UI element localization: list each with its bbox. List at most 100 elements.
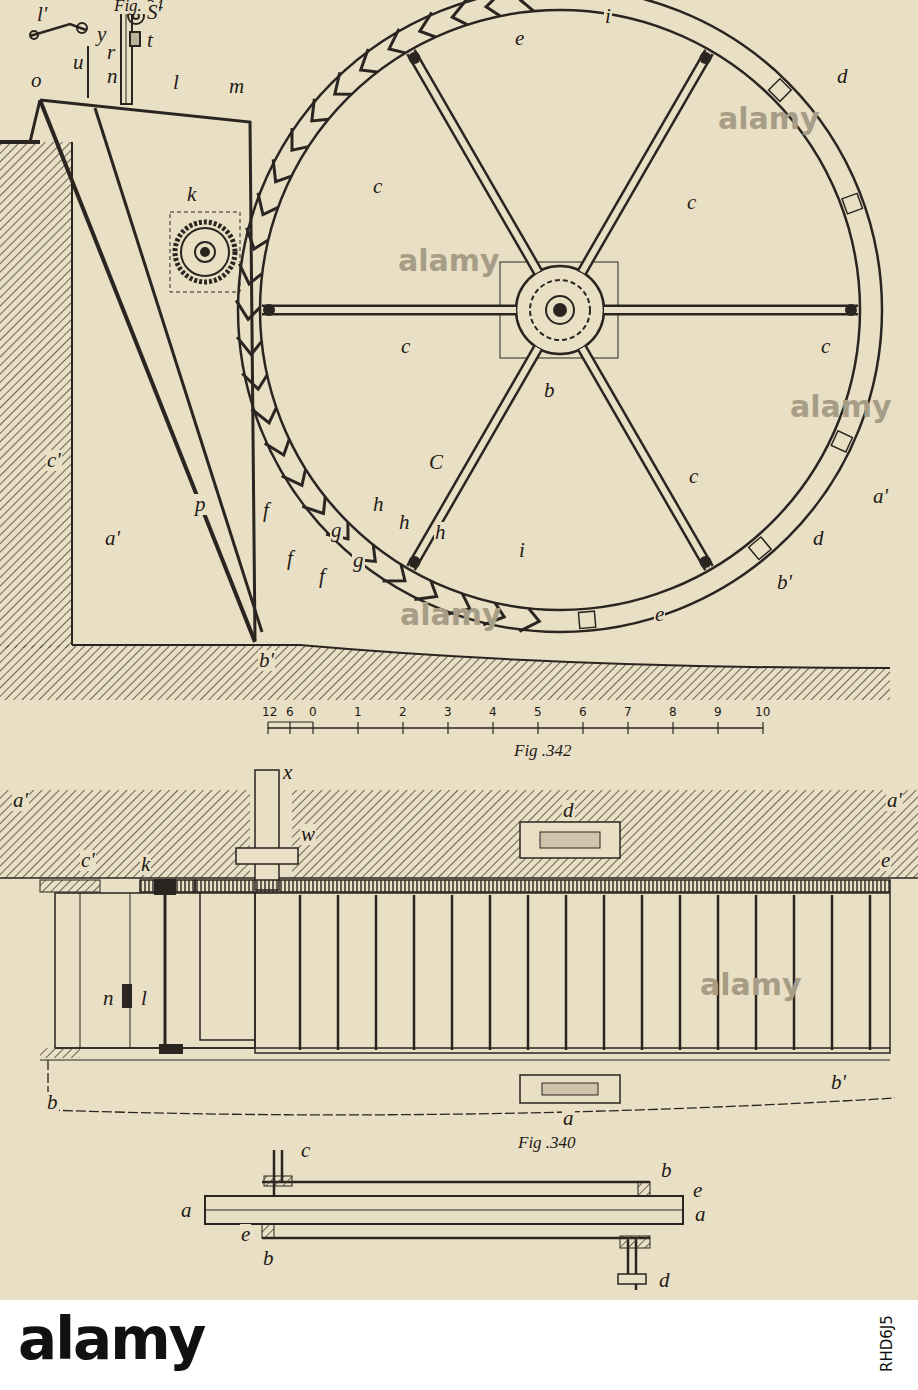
figure-caption: g — [330, 520, 343, 541]
scale-number: 1 — [354, 706, 362, 718]
figure-caption: e — [514, 28, 525, 49]
figure-caption: C — [428, 452, 444, 473]
watermark: alamy — [790, 392, 892, 422]
figure-caption: f — [318, 566, 326, 587]
figure-caption: e — [880, 850, 891, 871]
scale-number: 4 — [489, 706, 497, 718]
spoke — [262, 305, 516, 316]
figure-caption: a — [180, 1200, 193, 1221]
figure-caption: d — [562, 800, 575, 821]
spoke — [411, 348, 538, 568]
bucket — [361, 49, 378, 72]
figure-caption: c — [820, 336, 831, 357]
figure-caption: b — [660, 1160, 673, 1181]
bucket — [265, 439, 290, 455]
figure-caption: b' — [830, 1072, 847, 1093]
bucket — [258, 193, 278, 215]
figure-caption: g — [352, 550, 365, 571]
bucket — [282, 469, 306, 485]
scale-number: 9 — [714, 706, 722, 718]
figure-caption: b' — [776, 572, 793, 593]
scale-number: 6 — [286, 706, 294, 718]
figure-caption: c' — [46, 450, 62, 471]
bucket — [236, 300, 260, 319]
figure-caption: h — [398, 512, 411, 533]
figure-caption: r — [106, 42, 116, 63]
figure-caption: n — [102, 988, 115, 1009]
scale-number: 12 — [262, 706, 277, 718]
bucket — [252, 408, 277, 423]
figure-caption: c — [688, 466, 699, 487]
figure-caption: k — [186, 184, 197, 205]
figure-caption: x — [282, 762, 293, 783]
figure-caption: f — [286, 548, 294, 569]
figure-caption: i — [604, 6, 612, 27]
figure-caption: d — [836, 66, 849, 87]
figure-caption: e — [654, 604, 665, 625]
spoke — [411, 52, 538, 272]
bucket — [312, 99, 329, 121]
part-letter: Fig .342 — [512, 742, 574, 759]
spoke — [604, 305, 858, 316]
figure-caption: a' — [104, 528, 121, 549]
figure-caption: h — [372, 494, 385, 515]
figure-caption: b — [543, 380, 556, 401]
bucket — [414, 581, 436, 600]
spoke — [582, 348, 709, 568]
spoke — [582, 52, 709, 272]
figure-caption: d — [812, 528, 825, 549]
bucket — [247, 228, 269, 249]
figure-caption: o — [30, 70, 43, 91]
figure-caption: a' — [12, 790, 29, 811]
figure-caption: d — [658, 1270, 671, 1291]
scale-number: 5 — [534, 706, 542, 718]
figure-caption: m — [228, 76, 245, 97]
watermark: alamy — [718, 104, 820, 134]
bucket — [302, 497, 325, 514]
bucket — [242, 373, 267, 389]
figure-caption: i — [518, 540, 526, 561]
watermark: alamy — [398, 246, 500, 276]
figure-caption: a — [562, 1108, 575, 1129]
bucket — [420, 12, 436, 37]
figure-caption: c — [400, 336, 411, 357]
figure-caption: l — [140, 988, 148, 1009]
scale-number: 2 — [399, 706, 407, 718]
figure-caption: S — [146, 2, 159, 23]
scale-number: 3 — [444, 706, 452, 718]
figure-caption: l — [172, 72, 180, 93]
part-letter: Fig .340 — [516, 1134, 578, 1151]
figure-caption: b' — [258, 650, 275, 671]
figure-caption: h — [434, 522, 447, 543]
figure-caption: c — [300, 1140, 311, 1161]
figure-caption: a' — [886, 790, 903, 811]
image-id: RHD6J5 — [880, 1315, 895, 1372]
watermark-logo: alamy — [18, 1310, 204, 1368]
scale-number: 6 — [579, 706, 587, 718]
bucket — [452, 0, 467, 25]
figure-caption: w — [300, 824, 316, 845]
figure-caption: a — [694, 1204, 707, 1225]
watermark: alamy — [700, 970, 802, 1000]
bucket — [237, 337, 262, 354]
scale-number: 0 — [309, 706, 317, 718]
scale-number: 10 — [755, 706, 770, 718]
figure-caption: n — [106, 66, 119, 87]
figure-caption: e — [240, 1224, 251, 1245]
bucket — [292, 128, 308, 150]
bucket — [486, 0, 502, 16]
bucket — [383, 564, 405, 581]
figure-caption: c — [372, 176, 383, 197]
bucket — [389, 29, 405, 53]
figure-caption: u — [72, 52, 85, 73]
figure-caption: b — [46, 1092, 59, 1113]
figure-caption: a' — [872, 486, 889, 507]
scale-number: 8 — [669, 706, 677, 718]
figure-caption: b — [262, 1248, 275, 1269]
bucket — [239, 264, 262, 284]
figure-caption: k — [140, 854, 151, 875]
bucket — [521, 0, 539, 11]
figure-caption: c — [686, 192, 697, 213]
bucket — [273, 159, 291, 181]
